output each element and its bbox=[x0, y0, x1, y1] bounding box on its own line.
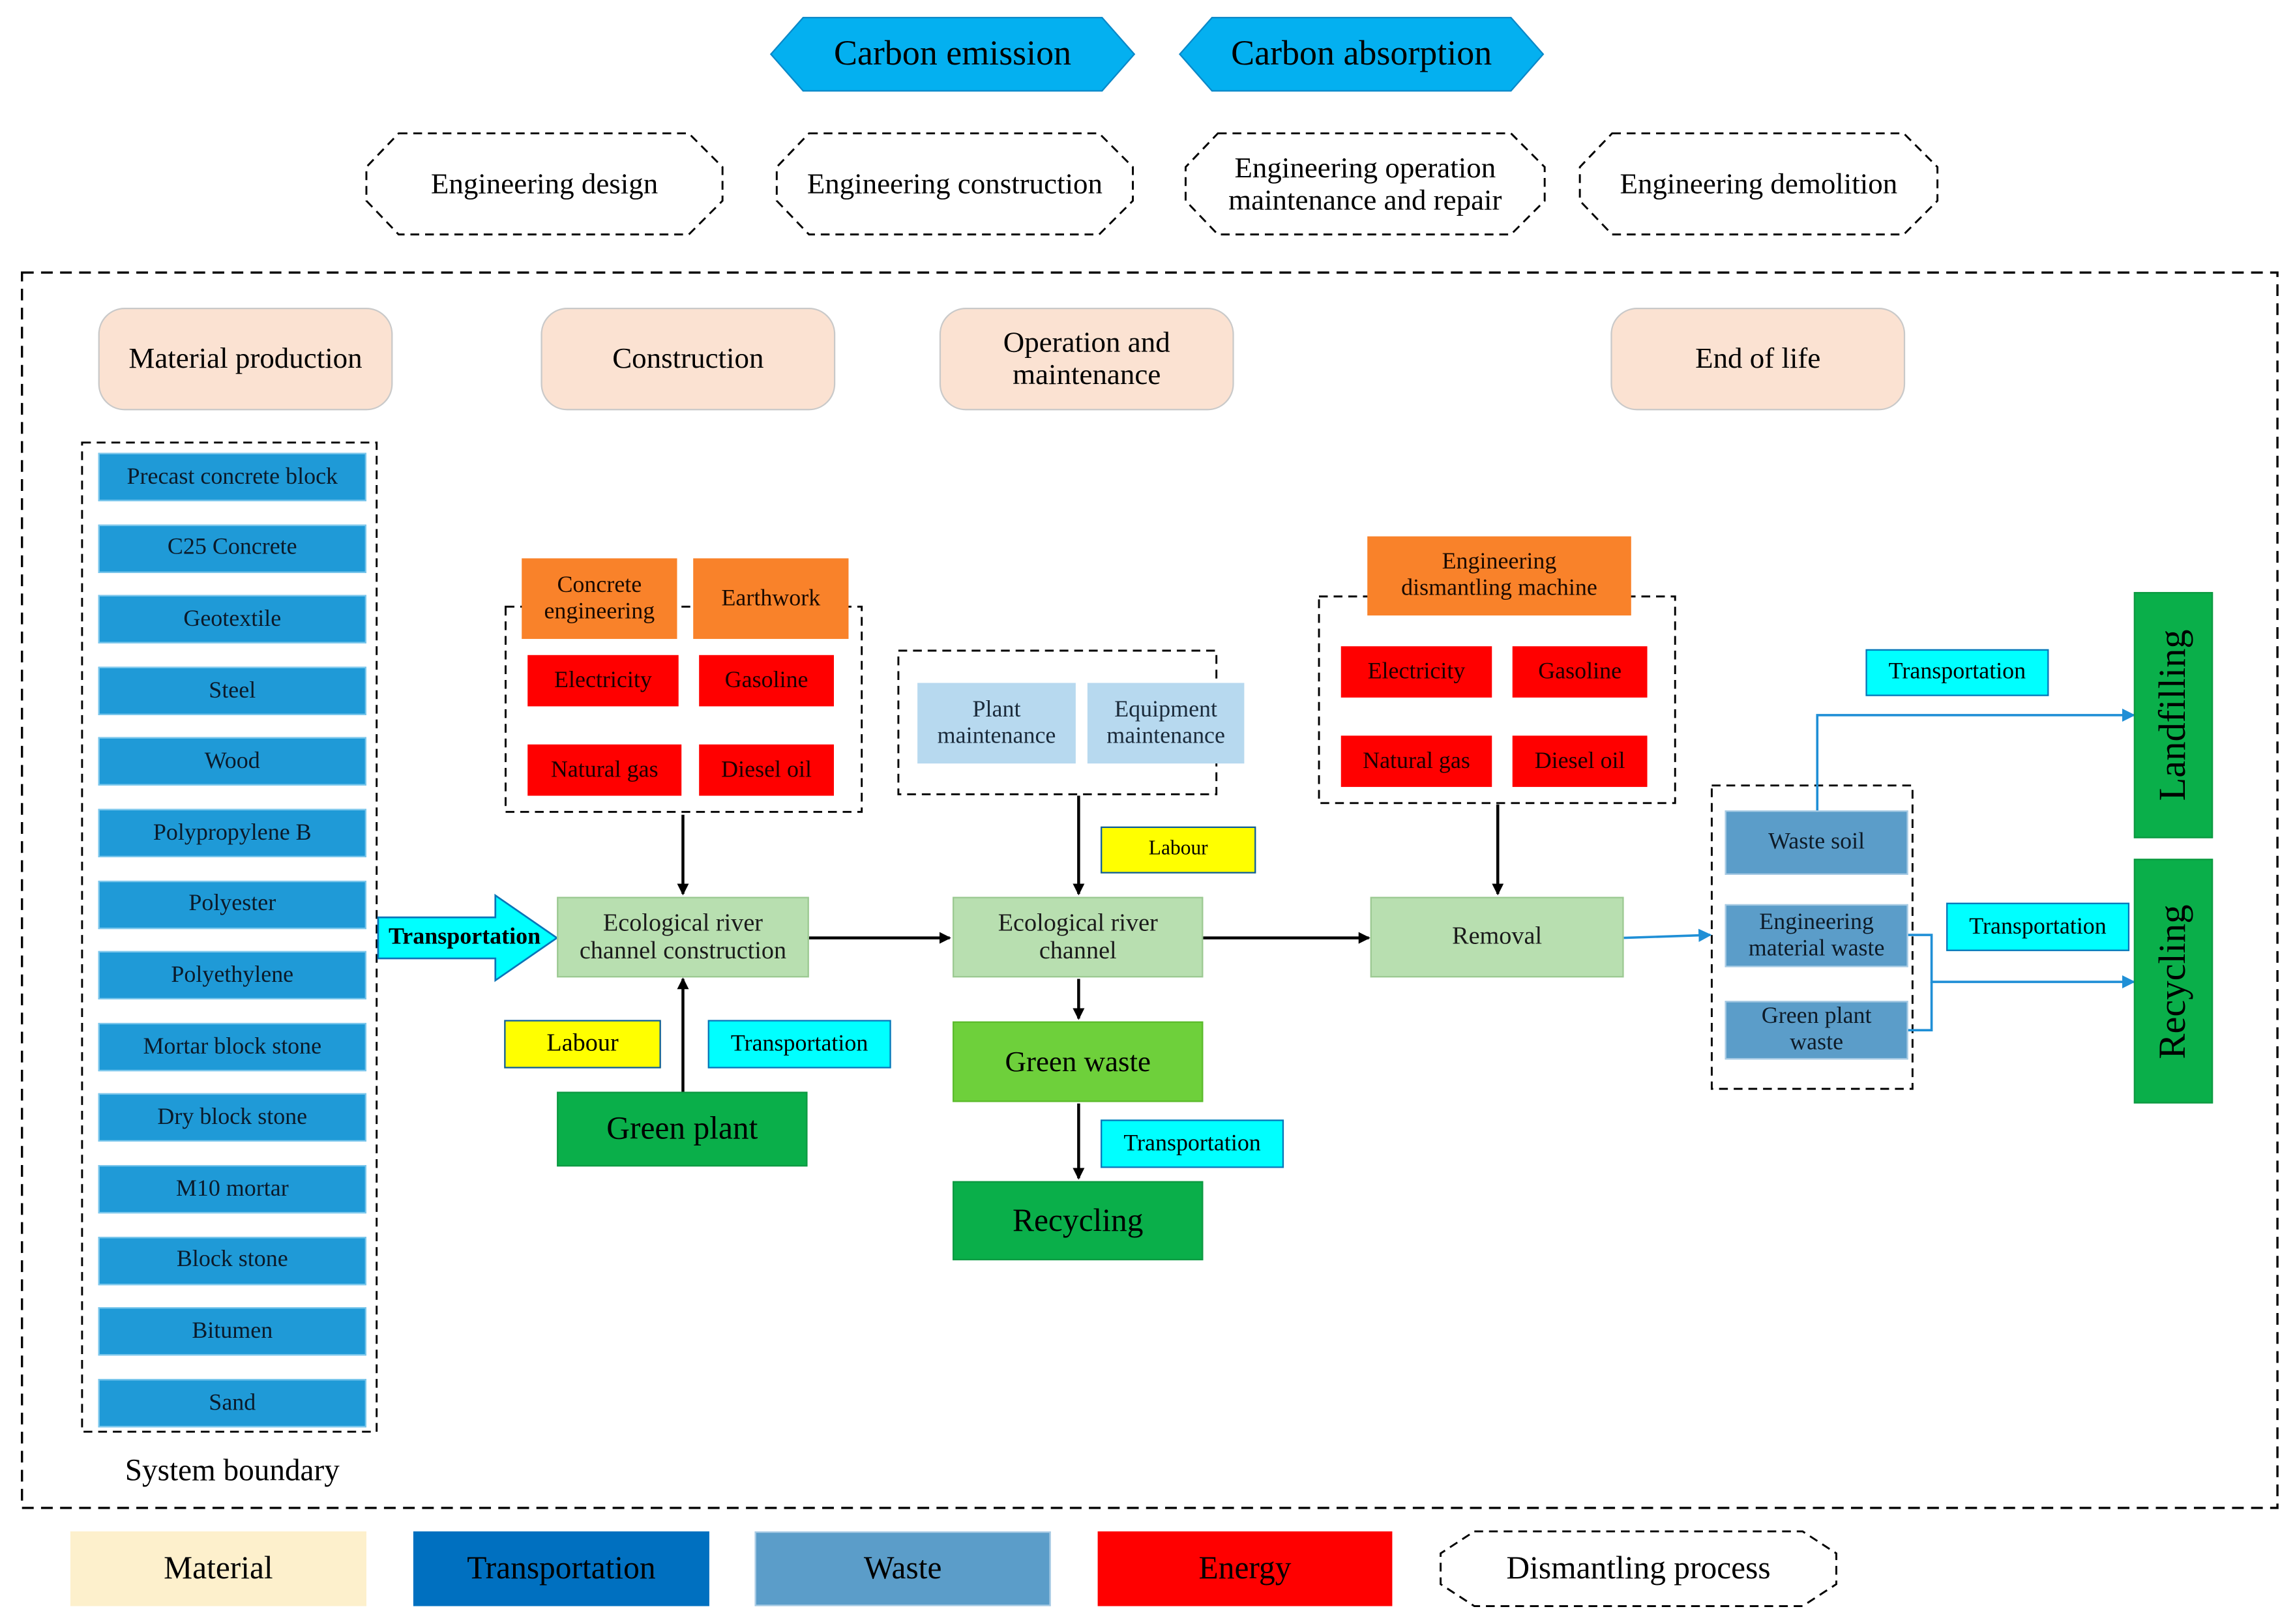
stage-design-label: Engineering design bbox=[430, 168, 659, 200]
material-item: Polypropylene B bbox=[98, 808, 366, 857]
river-construction-process: Ecological river channel construction bbox=[557, 896, 809, 978]
green-waste-box: Green waste bbox=[953, 1021, 1204, 1102]
material-item: M10 mortar bbox=[98, 1165, 366, 1214]
system-boundary-label: System boundary bbox=[125, 1453, 340, 1488]
material-item: Precast concrete block bbox=[98, 452, 366, 501]
phase-end-of-life: End of life bbox=[1610, 308, 1906, 411]
construction-natural-gas: Natural gas bbox=[527, 744, 682, 796]
concrete-engineering-box: Concrete engineering bbox=[522, 558, 677, 640]
construction-gasoline: Gasoline bbox=[699, 655, 834, 707]
material-item: Polyethylene bbox=[98, 951, 366, 1000]
carbon-absorption-shape bbox=[1178, 16, 1545, 92]
stage-construction-shape bbox=[775, 132, 1134, 236]
material-item: Mortar block stone bbox=[98, 1022, 366, 1071]
eol-natural-gas: Natural gas bbox=[1340, 735, 1492, 788]
engineering-material-waste-box: Engineering material waste bbox=[1725, 904, 1908, 967]
phase-construction: Construction bbox=[540, 308, 836, 411]
removal-process: Removal bbox=[1370, 896, 1624, 978]
dismantling-machine-box: Engineering dismantling machine bbox=[1367, 536, 1631, 616]
material-item: Wood bbox=[98, 737, 366, 786]
landfill-transportation: Transportation bbox=[1865, 649, 2049, 696]
eol-gasoline: Gasoline bbox=[1512, 646, 1648, 698]
material-item: Bitumen bbox=[98, 1307, 366, 1356]
waste-group-border bbox=[1710, 784, 1914, 1090]
construction-diesel-oil: Diesel oil bbox=[699, 744, 834, 796]
phase-material-production: Material production bbox=[98, 308, 393, 411]
stage-design-shape bbox=[365, 132, 724, 236]
eol-recycling-label: Recycling bbox=[2151, 904, 2194, 1059]
recycling-transportation: Transportation bbox=[1946, 902, 2130, 951]
stage-demolition-shape bbox=[1578, 132, 1939, 236]
construction-transportation: Transportation bbox=[707, 1020, 891, 1069]
legend-waste: Waste bbox=[754, 1531, 1051, 1606]
stage-operation-label: Engineering operation maintenance and re… bbox=[1228, 151, 1502, 216]
operation-labour: Labour bbox=[1101, 826, 1256, 874]
stage-demolition-label: Engineering demolition bbox=[1620, 168, 1898, 200]
material-item: Sand bbox=[98, 1378, 366, 1427]
material-item: Polyester bbox=[98, 880, 366, 929]
legend-dismantling: Dismantling process bbox=[1506, 1549, 1771, 1587]
legend-transportation: Transportation bbox=[413, 1531, 709, 1606]
material-item: Geotextile bbox=[98, 595, 366, 644]
material-item: Dry block stone bbox=[98, 1093, 366, 1142]
construction-energy-border bbox=[505, 606, 863, 813]
legend-energy: Energy bbox=[1097, 1531, 1393, 1606]
material-item: Block stone bbox=[98, 1236, 366, 1285]
material-item: Steel bbox=[98, 666, 366, 715]
carbon-emission-label: Carbon emission bbox=[833, 35, 1072, 73]
construction-labour: Labour bbox=[504, 1020, 661, 1069]
carbon-absorption-label: Carbon absorption bbox=[1231, 35, 1492, 73]
legend-dismantling-shape bbox=[1440, 1530, 1837, 1608]
landfilling-label: Landfilling bbox=[2151, 629, 2194, 801]
landfilling-box: Landfilling bbox=[2133, 592, 2214, 838]
green-plant-waste-box: Green plant waste bbox=[1725, 1001, 1908, 1060]
carbon-emission-shape bbox=[769, 16, 1136, 92]
operation-recycling-box: Recycling bbox=[953, 1181, 1204, 1261]
river-channel-process: Ecological river channel bbox=[953, 896, 1204, 978]
material-item: C25 Concrete bbox=[98, 524, 366, 572]
eol-diesel-oil: Diesel oil bbox=[1512, 735, 1648, 788]
stage-operation-shape bbox=[1185, 132, 1546, 236]
material-group-border bbox=[81, 441, 378, 1433]
transport-arrow-shape bbox=[377, 893, 559, 982]
operation-transportation: Transportation bbox=[1101, 1119, 1284, 1168]
earthwork-box: Earthwork bbox=[693, 558, 849, 640]
eol-electricity: Electricity bbox=[1340, 646, 1492, 698]
plant-maintenance-box: Plant maintenance bbox=[917, 683, 1076, 764]
green-plant-box: Green plant bbox=[557, 1091, 808, 1167]
phase-operation: Operation and maintenance bbox=[939, 308, 1234, 411]
eol-recycling-box: Recycling bbox=[2133, 859, 2214, 1104]
stage-construction-label: Engineering construction bbox=[807, 168, 1103, 200]
legend-material: Material bbox=[70, 1531, 366, 1606]
transport-arrow-label: Transportation bbox=[388, 924, 541, 951]
outer-boundary bbox=[21, 271, 2279, 1509]
construction-electricity: Electricity bbox=[527, 655, 679, 707]
waste-soil-box: Waste soil bbox=[1725, 810, 1908, 875]
equipment-maintenance-box: Equipment maintenance bbox=[1087, 683, 1245, 764]
